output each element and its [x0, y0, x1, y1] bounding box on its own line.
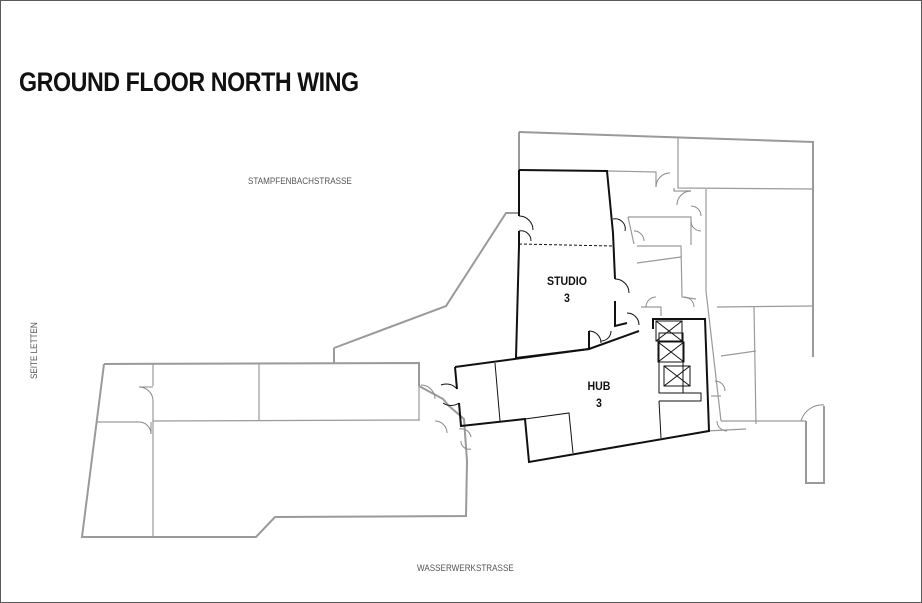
street-label-north: STAMPFENBACHSTRASSE [248, 176, 352, 186]
west-wing-doors [138, 384, 472, 450]
north-east-outline [518, 131, 825, 484]
map-title: GROUND FLOOR NORTH WING [19, 67, 359, 97]
room-name: HUB [587, 379, 611, 393]
room-label-studio: STUDIO 3 [541, 273, 594, 307]
elevator-shafts [655, 320, 691, 387]
room-number: 3 [564, 291, 570, 305]
north-east-doors [633, 172, 728, 432]
room-number: 3 [596, 396, 602, 410]
studio-room-outline [514, 169, 640, 360]
street-label-south: WASSERWERKSTRASSE [417, 563, 514, 573]
west-wing-outline [80, 212, 519, 538]
room-label-hub: HUB 3 [573, 378, 626, 412]
hub-room-outline [440, 318, 711, 464]
room-name: STUDIO [547, 274, 587, 288]
